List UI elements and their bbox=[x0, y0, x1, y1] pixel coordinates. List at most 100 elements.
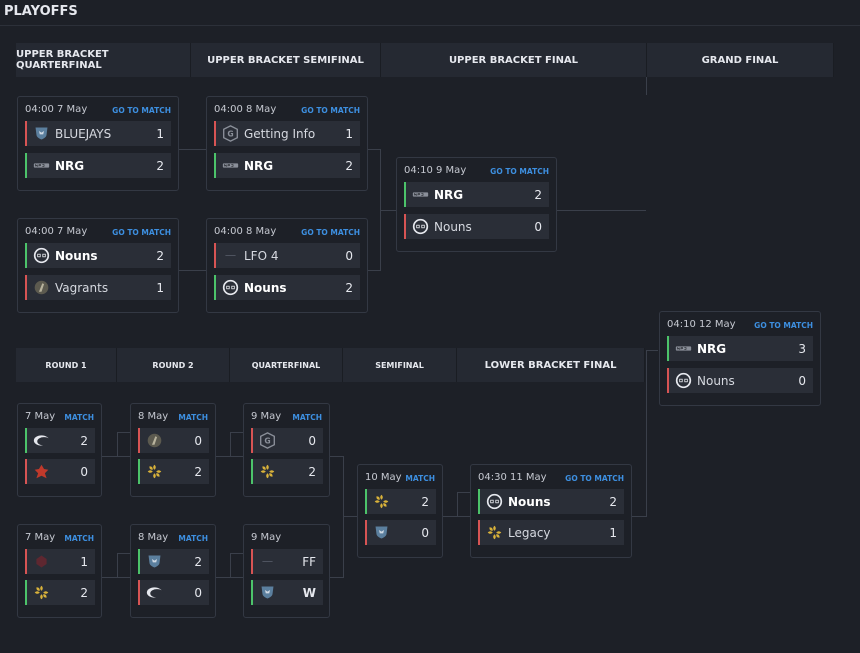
team-row[interactable]: Getting Info 1 bbox=[214, 121, 360, 146]
go-to-match-link[interactable]: MATCH bbox=[292, 413, 322, 422]
team-name: NRG bbox=[434, 187, 464, 202]
header-grand-final: GRAND FINAL bbox=[647, 43, 834, 77]
team-row[interactable]: W bbox=[251, 580, 323, 605]
team-name: Getting Info bbox=[244, 126, 316, 141]
go-to-match-link[interactable]: GO TO MATCH bbox=[301, 228, 360, 237]
team-row[interactable]: 1 bbox=[25, 549, 95, 574]
vagrants-logo-icon bbox=[146, 432, 163, 449]
team-name: NRG bbox=[55, 158, 85, 173]
team-score: 2 bbox=[194, 464, 202, 479]
team-row[interactable]: 2 bbox=[138, 549, 209, 574]
team-row[interactable]: Nouns 0 bbox=[404, 214, 549, 239]
match-date: 7 May bbox=[25, 532, 56, 543]
go-to-match-link[interactable]: GO TO MATCH bbox=[754, 321, 813, 330]
match-card-lower-round2-1[interactable]: 8 May MATCH 0 2 bbox=[130, 403, 216, 497]
team-row[interactable]: 0 bbox=[251, 428, 323, 453]
team-score: 2 bbox=[345, 158, 353, 173]
match-card-lower-semifinal[interactable]: 10 May MATCH 2 0 bbox=[357, 464, 443, 558]
team-row[interactable]: NRG 2 bbox=[214, 153, 360, 178]
match-card-lower-final[interactable]: 04:30 11 May GO TO MATCH Nouns 2 Legacy … bbox=[470, 464, 632, 558]
match-card-lower-quarterfinal-1[interactable]: 9 May MATCH 0 2 bbox=[243, 403, 330, 497]
connector-line bbox=[179, 270, 206, 271]
team-row[interactable]: 2 bbox=[365, 489, 436, 514]
connector-line bbox=[117, 553, 130, 554]
crescent-logo-icon bbox=[146, 584, 163, 601]
match-date: 9 May bbox=[436, 165, 467, 176]
match-card-upper-quarterfinal-2[interactable]: 04:00 7 May GO TO MATCH Nouns 2 Vagrants… bbox=[17, 218, 179, 313]
team-row[interactable]: NRG 2 bbox=[25, 153, 171, 178]
go-to-match-link[interactable]: GO TO MATCH bbox=[490, 167, 549, 176]
match-card-upper-quarterfinal-1[interactable]: 04:00 7 May GO TO MATCH BLUEJAYS 1 NRG 2 bbox=[17, 96, 179, 191]
go-to-match-link[interactable]: GO TO MATCH bbox=[112, 228, 171, 237]
go-to-match-link[interactable]: MATCH bbox=[178, 534, 208, 543]
match-card-lower-quarterfinal-2[interactable]: 9 May FF W bbox=[243, 524, 330, 618]
header-upper-semifinal: UPPER BRACKET SEMIFINAL bbox=[191, 43, 381, 77]
team-row[interactable]: Nouns 2 bbox=[214, 275, 360, 300]
match-time: 04:10 bbox=[667, 319, 696, 330]
connector-line bbox=[646, 350, 658, 351]
match-time: 04:00 bbox=[214, 104, 243, 115]
team-score: 2 bbox=[80, 433, 88, 448]
match-card-lower-round1-1[interactable]: 7 May MATCH 2 0 bbox=[17, 403, 102, 497]
team-row[interactable]: 0 bbox=[138, 580, 209, 605]
go-to-match-link[interactable]: MATCH bbox=[178, 413, 208, 422]
team-row[interactable]: BLUEJAYS 1 bbox=[25, 121, 171, 146]
team-row[interactable]: NRG 3 bbox=[667, 336, 813, 361]
team-row[interactable]: Vagrants 1 bbox=[25, 275, 171, 300]
team-row[interactable]: NRG 2 bbox=[404, 182, 549, 207]
team-row[interactable]: 0 bbox=[25, 459, 95, 484]
getting-info-logo-icon bbox=[222, 125, 239, 142]
team-score: 0 bbox=[80, 464, 88, 479]
go-to-match-link[interactable]: GO TO MATCH bbox=[565, 474, 624, 483]
go-to-match-link[interactable]: GO TO MATCH bbox=[301, 106, 360, 115]
team-row[interactable]: Nouns 2 bbox=[25, 243, 171, 268]
team-name: NRG bbox=[697, 341, 727, 356]
team-row[interactable]: LFO 4 0 bbox=[214, 243, 360, 268]
team-row[interactable]: 2 bbox=[25, 428, 95, 453]
team-score: 0 bbox=[194, 433, 202, 448]
match-card-upper-final[interactable]: 04:10 9 May GO TO MATCH NRG 2 Nouns 0 bbox=[396, 157, 557, 252]
match-datetime: 04:10 12 May bbox=[667, 319, 736, 330]
go-to-match-link[interactable]: MATCH bbox=[64, 413, 94, 422]
match-card-upper-semifinal-1[interactable]: 04:00 8 May GO TO MATCH Getting Info 1 N… bbox=[206, 96, 368, 191]
team-row[interactable]: 2 bbox=[251, 459, 323, 484]
red-creature-logo-icon bbox=[33, 463, 50, 480]
team-score: 0 bbox=[534, 219, 542, 234]
go-to-match-link[interactable]: GO TO MATCH bbox=[112, 106, 171, 115]
match-date: 8 May bbox=[138, 532, 169, 543]
match-date: 7 May bbox=[57, 104, 88, 115]
team-score: 1 bbox=[609, 525, 617, 540]
connector-line bbox=[443, 516, 470, 517]
nrg-logo-icon bbox=[33, 157, 50, 174]
legacy-logo-icon bbox=[486, 524, 503, 541]
team-score: FF bbox=[302, 554, 316, 569]
match-card-lower-round2-2[interactable]: 8 May MATCH 2 0 bbox=[130, 524, 216, 618]
team-row[interactable]: Nouns 0 bbox=[667, 368, 813, 393]
team-row[interactable]: 2 bbox=[25, 580, 95, 605]
nouns-logo-icon bbox=[675, 372, 692, 389]
legacy-logo-icon bbox=[33, 584, 50, 601]
team-row[interactable]: FF bbox=[251, 549, 323, 574]
team-row[interactable]: Legacy 1 bbox=[478, 520, 624, 545]
team-row[interactable]: 0 bbox=[138, 428, 209, 453]
match-date: 10 May bbox=[365, 472, 402, 483]
nouns-logo-icon bbox=[412, 218, 429, 235]
match-card-lower-round1-2[interactable]: 7 May MATCH 1 2 bbox=[17, 524, 102, 618]
team-name: Vagrants bbox=[55, 280, 109, 295]
match-card-grand-final[interactable]: 04:10 12 May GO TO MATCH NRG 3 Nouns 0 bbox=[659, 311, 821, 406]
match-date: 9 May bbox=[251, 532, 282, 543]
team-score: 2 bbox=[609, 494, 617, 509]
connector-line bbox=[457, 492, 470, 493]
connector-line bbox=[117, 432, 130, 433]
nrg-logo-icon bbox=[675, 340, 692, 357]
team-row[interactable]: 2 bbox=[138, 459, 209, 484]
header-upper-quarterfinal: UPPER BRACKET QUARTERFINAL bbox=[16, 43, 191, 77]
match-time: 04:00 bbox=[25, 226, 54, 237]
go-to-match-link[interactable]: MATCH bbox=[405, 474, 435, 483]
go-to-match-link[interactable]: MATCH bbox=[64, 534, 94, 543]
connector-line bbox=[368, 149, 380, 150]
team-row[interactable]: 0 bbox=[365, 520, 436, 545]
match-card-upper-semifinal-2[interactable]: 04:00 8 May GO TO MATCH LFO 4 0 Nouns 2 bbox=[206, 218, 368, 313]
team-row[interactable]: Nouns 2 bbox=[478, 489, 624, 514]
team-score: 0 bbox=[308, 433, 316, 448]
